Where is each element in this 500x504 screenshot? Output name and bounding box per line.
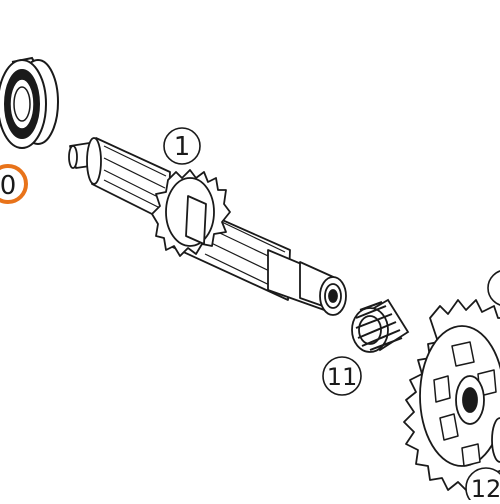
callout-12: 12 — [465, 467, 500, 504]
callout-12-label: 12 — [471, 475, 500, 500]
gear-wheel-icon — [403, 299, 500, 493]
callout-highlight: 0 — [0, 164, 28, 204]
washer-icon — [491, 417, 500, 463]
callout-clipped-top-right — [487, 270, 500, 306]
shaft-gear-icon — [151, 169, 231, 257]
callout-highlight-label: 0 — [0, 171, 16, 201]
ball-bearing-icon — [0, 56, 59, 149]
callout-11-label: 11 — [327, 363, 358, 391]
callout-1-label: 1 — [174, 132, 191, 162]
callout-11: 11 — [322, 356, 362, 396]
callout-1: 1 — [163, 127, 201, 165]
needle-bearing-icon — [351, 298, 410, 353]
